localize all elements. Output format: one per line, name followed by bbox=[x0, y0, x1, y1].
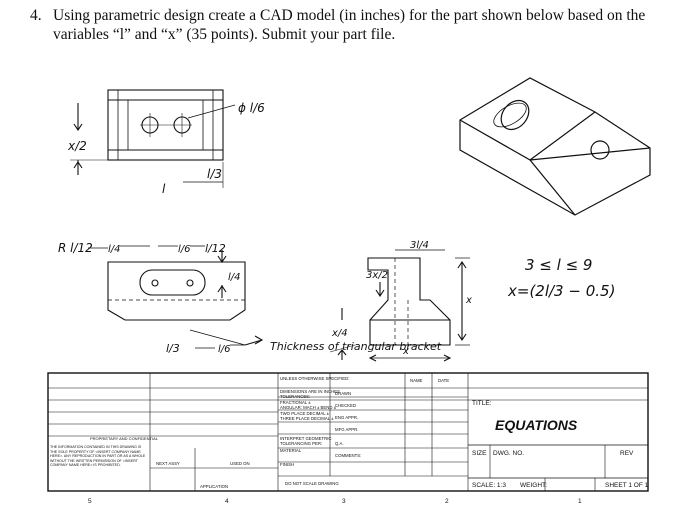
isometric-view bbox=[459, 77, 651, 216]
question-text: Using parametric design create a CAD mod… bbox=[53, 7, 646, 43]
slot bbox=[139, 269, 206, 296]
tb-weight: WEIGHT: bbox=[520, 482, 547, 489]
front-view bbox=[88, 245, 356, 360]
dim-diameter: ϕ l/6 bbox=[238, 101, 265, 115]
tb-interpret: INTERPRET GEOMETRIC bbox=[280, 436, 332, 441]
top-view bbox=[70, 89, 236, 188]
top-view-outline bbox=[107, 89, 224, 161]
tb-two-place: TWO PLACE DECIMAL ± bbox=[280, 411, 330, 416]
dim-l-over-6: l/6 bbox=[178, 244, 191, 255]
tb-proprietary: PROPRIETARY AND CONFIDENTIAL bbox=[90, 436, 159, 441]
tb-eng-appr: ENG APPR. bbox=[335, 415, 358, 420]
tb-sheet: SHEET 1 OF 1 bbox=[605, 482, 649, 489]
dim-x-bottom: x bbox=[402, 346, 409, 357]
tb-application: APPLICATION bbox=[200, 484, 228, 489]
tb-unless: UNLESS OTHERWISE SPECIFIED: bbox=[280, 376, 349, 381]
tb-qa: Q.A. bbox=[335, 441, 344, 446]
dim-3l-over-4: 3l/4 bbox=[410, 240, 429, 251]
iso-hole bbox=[590, 140, 610, 160]
zone-1: 1 bbox=[578, 498, 582, 505]
tb-fractional: FRACTIONAL ± bbox=[280, 400, 311, 405]
tb-finish: FINISH bbox=[280, 462, 294, 467]
equation-2: x=(2l/3 − 0.5) bbox=[507, 282, 615, 300]
title-block bbox=[47, 372, 649, 492]
dim-l-over-4: l/4 bbox=[108, 244, 121, 255]
tb-name: NAME bbox=[410, 378, 423, 383]
tb-title: EQUATIONS bbox=[495, 417, 578, 433]
thickness-note: Thickness of triangular bracket bbox=[270, 340, 442, 353]
side-view bbox=[367, 249, 470, 362]
tb-mfg-appr: MFG APPR. bbox=[335, 427, 358, 432]
tb-checked: CHECKED bbox=[335, 403, 356, 408]
tb-prop-text: THE INFORMATION CONTAINED IN THIS DRAWIN… bbox=[50, 445, 146, 468]
tb-three-place: THREE PLACE DECIMAL ± bbox=[280, 416, 334, 421]
zone-4: 4 bbox=[225, 498, 229, 505]
dim-l-over-3-front: l/3 bbox=[166, 342, 180, 355]
dim-x-side: x bbox=[465, 295, 472, 306]
zone-3: 3 bbox=[342, 498, 346, 505]
iso-outline bbox=[459, 77, 651, 216]
dim-l-over-4-side: l/4 bbox=[228, 272, 241, 283]
dim-3x-over-2: 3x/2 bbox=[366, 270, 388, 281]
tb-angular: ANGULAR: MACH ± BEND ± bbox=[280, 405, 337, 410]
dim-x-half: x/2 bbox=[67, 139, 87, 153]
dim-l-over-12: l/12 bbox=[205, 242, 226, 255]
zone-5: 5 bbox=[88, 498, 92, 505]
tb-dwg-no: DWG. NO. bbox=[493, 450, 524, 457]
question-number: 4. bbox=[30, 7, 42, 24]
dim-l-over-6-front: l/6 bbox=[218, 344, 231, 355]
tb-do-not-scale: DO NOT SCALE DRAWING bbox=[285, 481, 339, 486]
tb-scale: SCALE: 1:3 bbox=[472, 482, 506, 489]
zone-2: 2 bbox=[445, 498, 449, 505]
front-view-outline bbox=[107, 261, 246, 321]
tb-tolerancing: TOLERANCING PER: bbox=[280, 441, 322, 446]
side-view-outline bbox=[367, 257, 451, 346]
tb-size: SIZE bbox=[472, 450, 487, 457]
tb-date: DATE bbox=[438, 378, 449, 383]
dim-x-over-4: x/4 bbox=[331, 328, 348, 339]
dim-l-third: l/3 bbox=[207, 167, 222, 181]
equation-1: 3 ≤ l ≤ 9 bbox=[525, 256, 592, 274]
tb-drawn: DRAWN bbox=[335, 391, 351, 396]
dim-l: l bbox=[162, 182, 166, 196]
tb-tolerances: TOLERANCES: bbox=[280, 394, 310, 399]
tb-comments: COMMENTS: bbox=[335, 453, 361, 458]
dim-radius: R l/12 bbox=[58, 241, 93, 255]
tb-rev: REV bbox=[620, 450, 634, 457]
tb-material: MATERIAL bbox=[280, 448, 302, 453]
tb-dims-in: DIMENSIONS ARE IN INCHES bbox=[280, 389, 340, 394]
tb-used-on: USED ON bbox=[230, 461, 250, 466]
tb-next-assy: NEXT ASSY bbox=[156, 461, 180, 466]
tb-title-label: TITLE: bbox=[472, 400, 492, 407]
